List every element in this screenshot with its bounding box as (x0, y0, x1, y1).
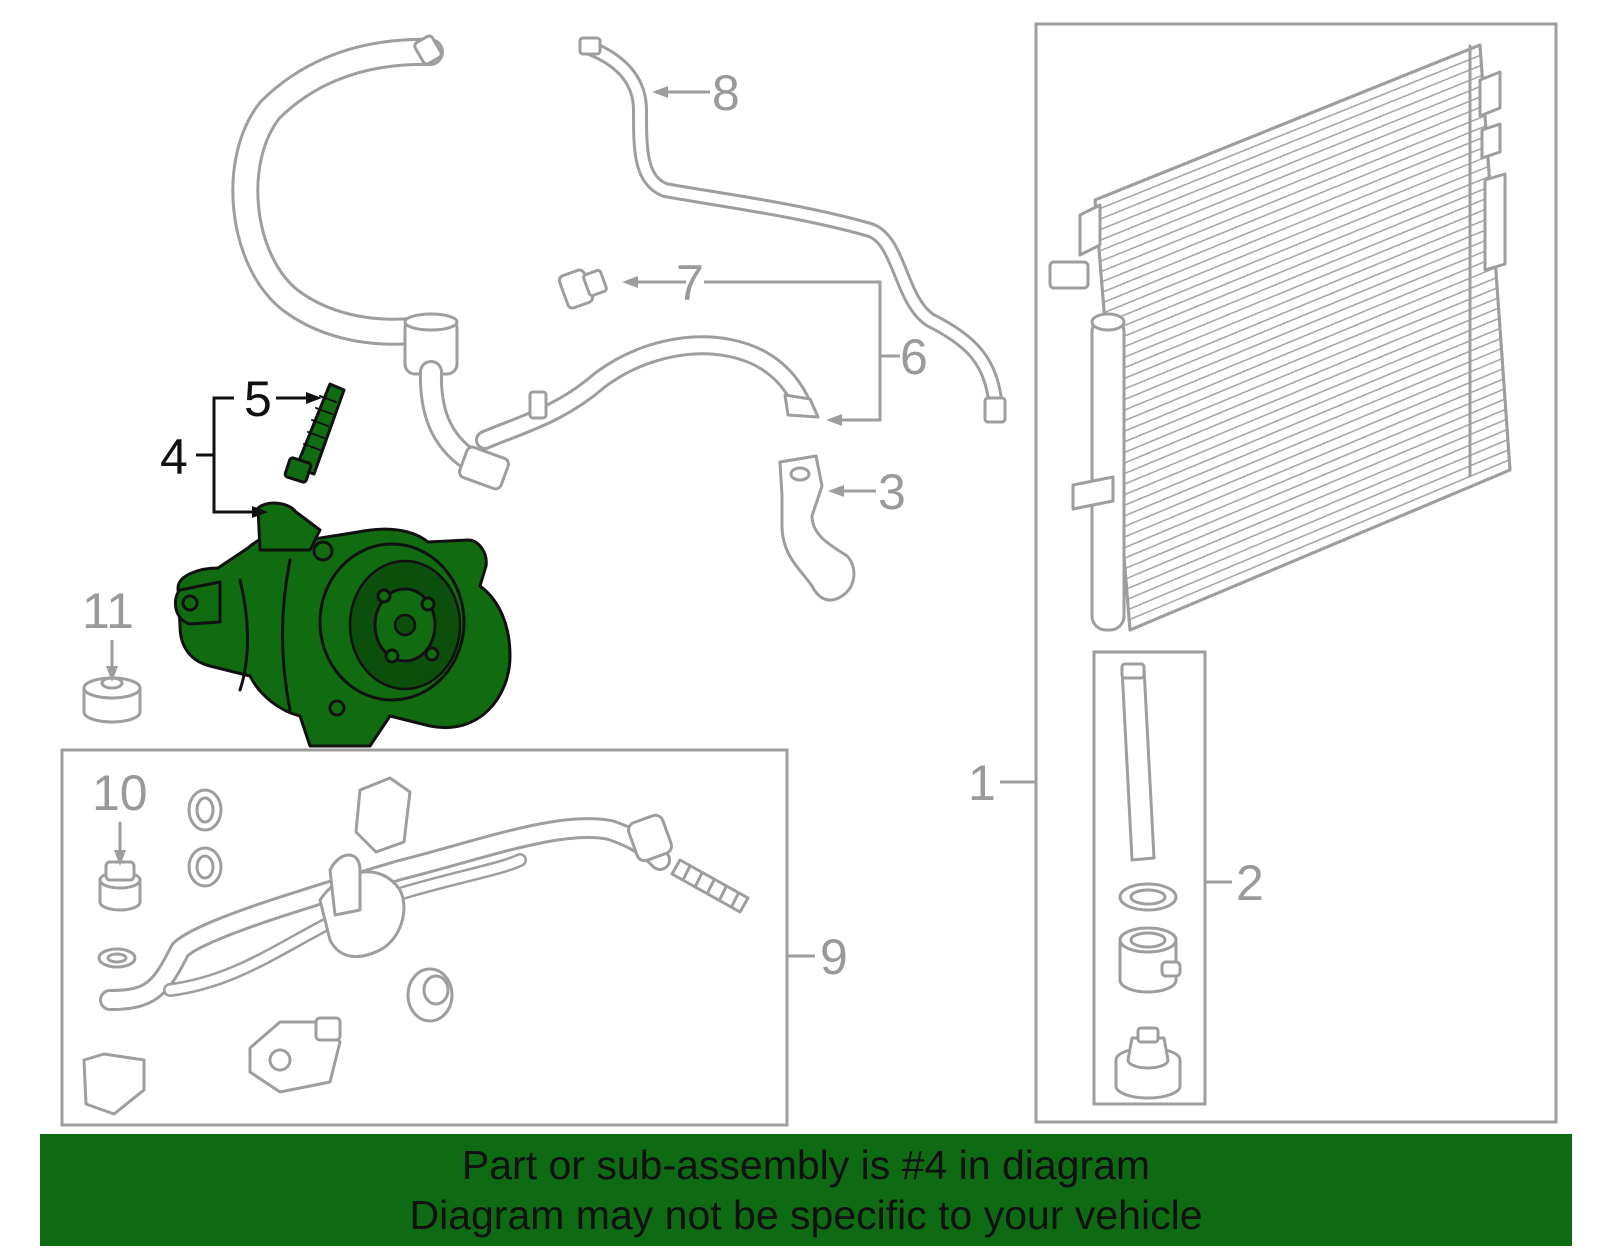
callout-6: 6 (900, 329, 928, 385)
callout-5: 5 (244, 371, 272, 427)
banner-line-2: Diagram may not be specific to your vehi… (409, 1192, 1203, 1238)
condenser (1048, 43, 1512, 632)
leader-lines (106, 86, 1232, 958)
callout-3: 3 (878, 464, 906, 520)
receiver-dryer (1114, 662, 1182, 1100)
banner-line-1: Part or sub-assembly is #4 in diagram (461, 1142, 1151, 1188)
callout-11: 11 (82, 583, 134, 639)
pressure-switch (557, 268, 608, 310)
notice-banner: Part or sub-assembly is #4 in diagram Di… (40, 1134, 1572, 1246)
manifold-fitting (778, 454, 856, 602)
ac-compressor (173, 501, 512, 748)
callout-9: 9 (820, 929, 848, 985)
compressor-control-valve (283, 382, 346, 484)
callout-2: 2 (1236, 855, 1264, 911)
callout-4: 4 (160, 429, 188, 485)
compressor-insulator (82, 676, 142, 724)
callout-1: 1 (968, 755, 996, 811)
hose-kit-contents (82, 776, 750, 1116)
condenser-fins (1095, 54, 1510, 621)
callout-10: 10 (92, 765, 148, 821)
box-part-1 (1034, 22, 1558, 1124)
discharge-hose (475, 335, 820, 450)
box-part-2 (1092, 650, 1207, 1106)
liquid-line (578, 36, 1007, 424)
callout-8: 8 (712, 65, 740, 121)
suction-hose (231, 34, 510, 491)
box-part-9 (60, 748, 789, 1127)
callout-7: 7 (676, 255, 704, 311)
